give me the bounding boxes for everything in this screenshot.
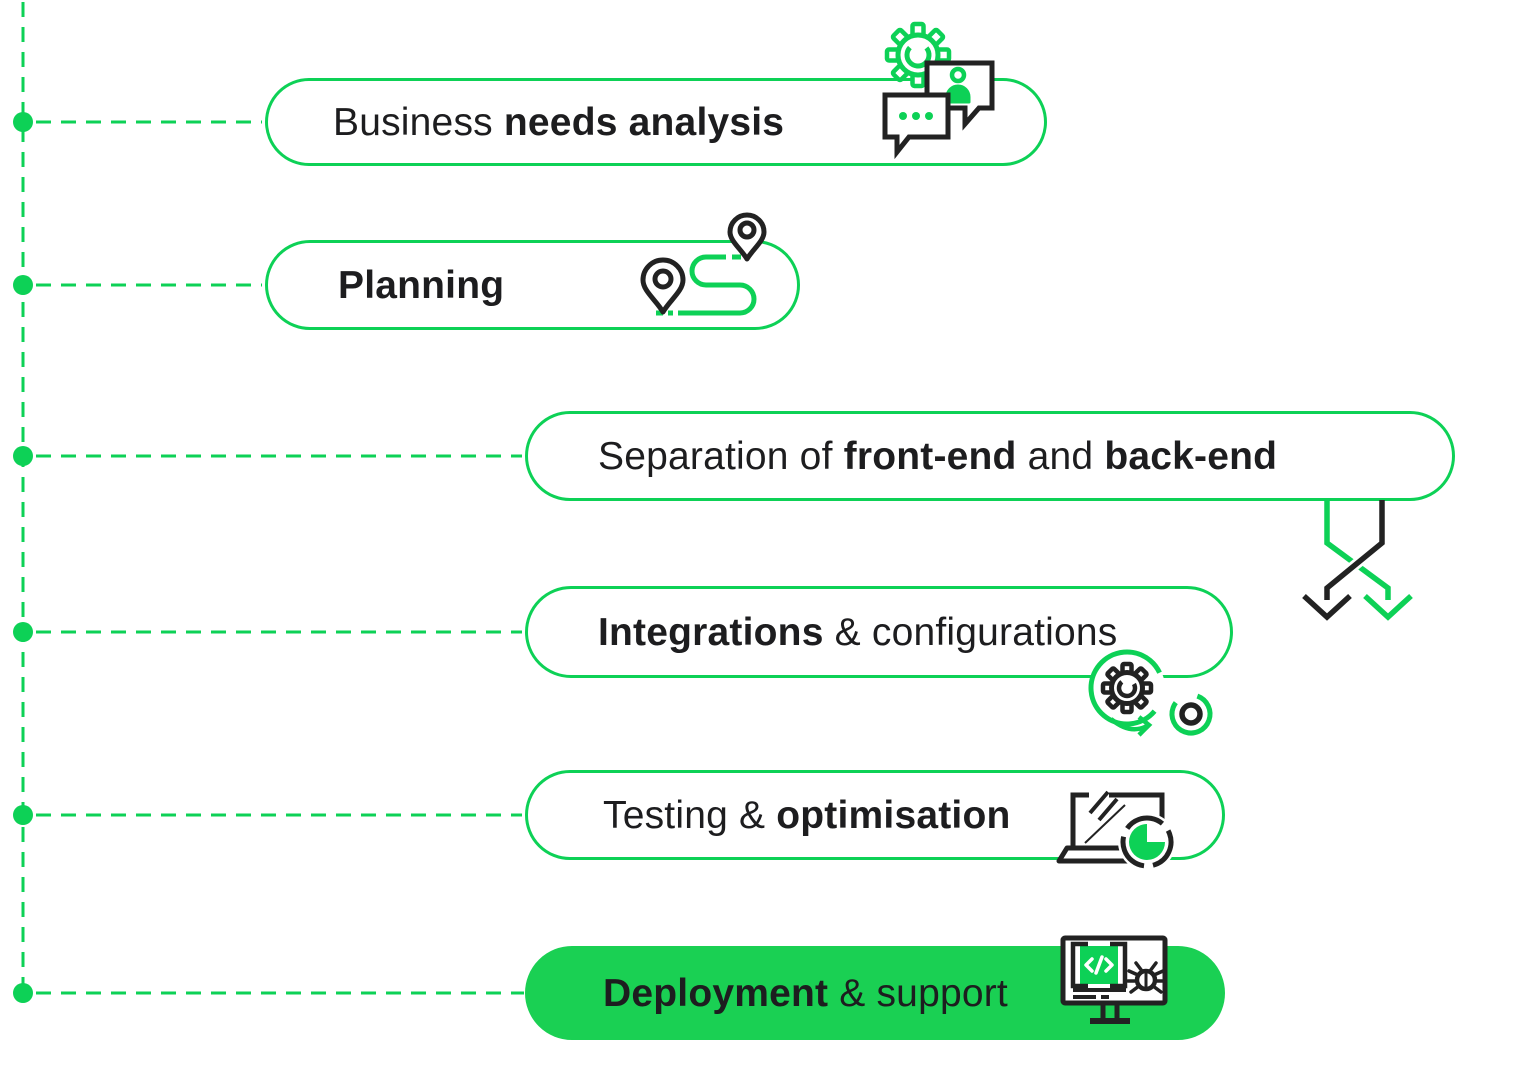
step-pill-separation-frontend-backend: Separation of front-end and back-end: [525, 411, 1455, 501]
step-label: Testing & optimisation: [528, 796, 1011, 835]
timeline-node-dot: [13, 112, 33, 132]
timeline-node-dot: [13, 983, 33, 1003]
step-label: Integrations & configurations: [528, 613, 1118, 652]
gear-chat-bubbles-icon: [882, 21, 995, 160]
label-regular: and: [1016, 434, 1105, 478]
label-bold: optimisation: [776, 793, 1011, 837]
route-map-pins-icon: [640, 212, 767, 316]
step-pill-testing-optimisation: Testing & optimisation: [525, 770, 1225, 860]
timeline-node-dot: [13, 622, 33, 642]
label-bold: Planning: [338, 263, 505, 307]
timeline-node-dot: [13, 446, 33, 466]
label-regular: Separation of: [598, 434, 844, 478]
step-label: Planning: [268, 266, 504, 305]
label-bold: back-end: [1104, 434, 1278, 478]
label-regular: & support: [828, 971, 1008, 1015]
label-bold: needs analysis: [503, 100, 785, 144]
step-pill-integrations-configurations: Integrations & configurations: [525, 586, 1233, 678]
label-bold: Integrations: [598, 610, 824, 654]
timeline-node-dot: [13, 275, 33, 295]
step-label: Separation of front-end and back-end: [528, 437, 1277, 476]
integration-gear-icon: [1088, 649, 1213, 737]
step-label: Deployment & support: [528, 974, 1008, 1013]
label-regular: Testing &: [603, 793, 777, 837]
label-regular: Business: [333, 100, 504, 144]
step-label: Business needs analysis: [268, 103, 784, 142]
monitor-code-bug-icon: [1060, 935, 1168, 1024]
crossing-arrows-icon: [1302, 500, 1413, 621]
label-bold: Deployment: [603, 971, 829, 1015]
laptop-pie-chart-icon: [1056, 790, 1176, 871]
label-bold: front-end: [843, 434, 1017, 478]
timeline-node-dot: [13, 805, 33, 825]
label-regular: & configurations: [823, 610, 1118, 654]
